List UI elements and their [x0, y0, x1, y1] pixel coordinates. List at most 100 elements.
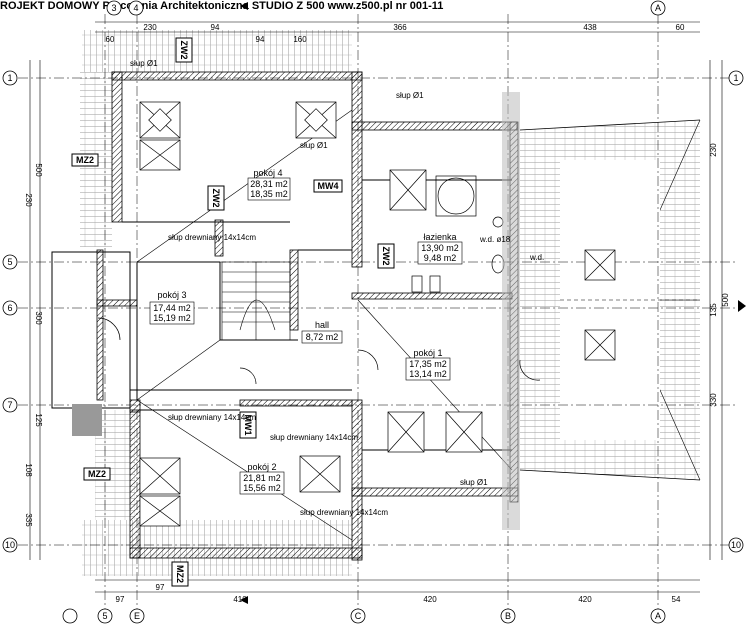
dimensions-right: 330 135 230 500 [709, 143, 730, 407]
svg-text:C: C [355, 611, 362, 621]
note: słup Ø1 [300, 141, 328, 150]
room-area: 9,48 m2 [424, 253, 457, 263]
svg-text:230: 230 [709, 143, 718, 157]
dimension-lines [29, 21, 723, 593]
svg-text:135: 135 [709, 303, 718, 317]
svg-text:420: 420 [423, 595, 437, 604]
axis-bubble [728, 70, 744, 86]
skylight-icon [299, 455, 341, 493]
room-area: 21,81 m2 [243, 473, 281, 483]
svg-text:5: 5 [102, 611, 107, 621]
tag-label: MZ2 [175, 565, 185, 583]
skylight-icon [295, 101, 337, 139]
axis-bubble [650, 608, 666, 624]
svg-text:B: B [505, 611, 511, 621]
tag-label: MW4 [318, 181, 339, 191]
svg-text:7: 7 [7, 400, 12, 410]
room-area: 13,14 m2 [409, 369, 447, 379]
svg-text:97: 97 [156, 583, 165, 592]
svg-text:500: 500 [721, 293, 730, 307]
note: słup drewniany 14x14cm [168, 413, 256, 422]
tag-label: MZ2 [88, 469, 106, 479]
skylight-icon [584, 329, 616, 361]
section-arrow-icon [738, 300, 746, 312]
doors [97, 317, 541, 385]
axis-bubble [128, 0, 144, 16]
skylight-icon [445, 411, 483, 453]
svg-text:A: A [655, 611, 661, 621]
room-area: 17,35 m2 [409, 359, 447, 369]
axis-bubble [97, 608, 113, 624]
svg-text:335: 335 [24, 513, 33, 527]
svg-text:125: 125 [34, 413, 43, 427]
skylight-icon [139, 139, 181, 171]
tag-label: ZW2 [211, 189, 221, 208]
axis-bubble [350, 608, 366, 624]
skylight-windows [139, 101, 616, 527]
room-name: hall [315, 320, 329, 330]
tag-label: MW1 [243, 415, 253, 436]
svg-text:60: 60 [106, 35, 115, 44]
note: słup drewniany 14x14cm [168, 233, 256, 242]
column-block [72, 404, 102, 436]
note: słup drewniany 14x14cm [300, 508, 388, 517]
axis-bubble [728, 537, 744, 553]
svg-text:410: 410 [233, 595, 247, 604]
skylight-icon [584, 249, 616, 281]
floor-drain-icon [492, 216, 504, 228]
svg-text:108: 108 [24, 463, 33, 477]
room-area: 8,72 m2 [306, 332, 339, 342]
tag-label: ZW2 [381, 247, 391, 266]
tag-label: ZW2 [179, 41, 189, 60]
axis-bubble [2, 70, 18, 86]
roof-areas [80, 30, 701, 576]
skylight-icon [389, 169, 427, 211]
svg-text:300: 300 [34, 311, 43, 325]
skylight-icon [387, 411, 425, 453]
svg-text:E: E [134, 611, 140, 621]
room-area: 15,19 m2 [153, 313, 191, 323]
annotations: słup Ø1 słup Ø1 słup Ø1 słup Ø1 słup dre… [130, 59, 544, 517]
svg-text:1: 1 [733, 73, 738, 83]
svg-text:160: 160 [293, 35, 307, 44]
svg-text:330: 330 [709, 393, 718, 407]
room-labels: pokój 4 28,31 m2 18,35 m2 łazienka 13,90… [149, 168, 463, 495]
room-name: pokój 4 [253, 168, 282, 178]
svg-text:438: 438 [583, 23, 597, 32]
door-swing-icon [519, 359, 541, 381]
room-area: 28,31 m2 [250, 179, 288, 189]
svg-text:97: 97 [116, 595, 125, 604]
staircase [221, 261, 291, 341]
svg-text:3: 3 [111, 3, 116, 13]
svg-text:6: 6 [7, 303, 12, 313]
note: słup drewniany 14x14cm [270, 433, 358, 442]
svg-text:10: 10 [731, 540, 741, 550]
svg-text:420: 420 [578, 595, 592, 604]
skylight-icon [139, 495, 181, 527]
dimensions-left: 500 300 125 230 108 335 [24, 163, 43, 527]
room-area: 17,44 m2 [153, 303, 191, 313]
room-name: pokój 2 [247, 462, 276, 472]
svg-text:A: A [655, 3, 661, 13]
skylight-icon [139, 457, 181, 495]
note: słup Ø1 [460, 478, 488, 487]
room-area: 18,35 m2 [250, 189, 288, 199]
skylight-icon [139, 101, 181, 139]
tag-label: MZ2 [76, 155, 94, 165]
axis-bubble [500, 608, 516, 624]
room-area: 15,56 m2 [243, 483, 281, 493]
axis-bubble [650, 0, 666, 16]
dimensions-top: 230 94 366 438 60 94 160 60 [106, 23, 685, 44]
room-name: pokój 1 [413, 348, 442, 358]
section-arrow-icon [240, 2, 248, 10]
dimensions-bottom: 97 410 420 420 97 54 [116, 583, 681, 604]
svg-text:1: 1 [7, 73, 12, 83]
svg-text:4: 4 [133, 3, 138, 13]
door-swing-icon [357, 349, 379, 371]
svg-text:10: 10 [5, 540, 15, 550]
section-arrow-icon [240, 596, 248, 604]
axis-bubble [2, 537, 18, 553]
room-name: pokój 3 [157, 290, 186, 300]
svg-text:366: 366 [393, 23, 407, 32]
svg-text:94: 94 [211, 23, 220, 32]
